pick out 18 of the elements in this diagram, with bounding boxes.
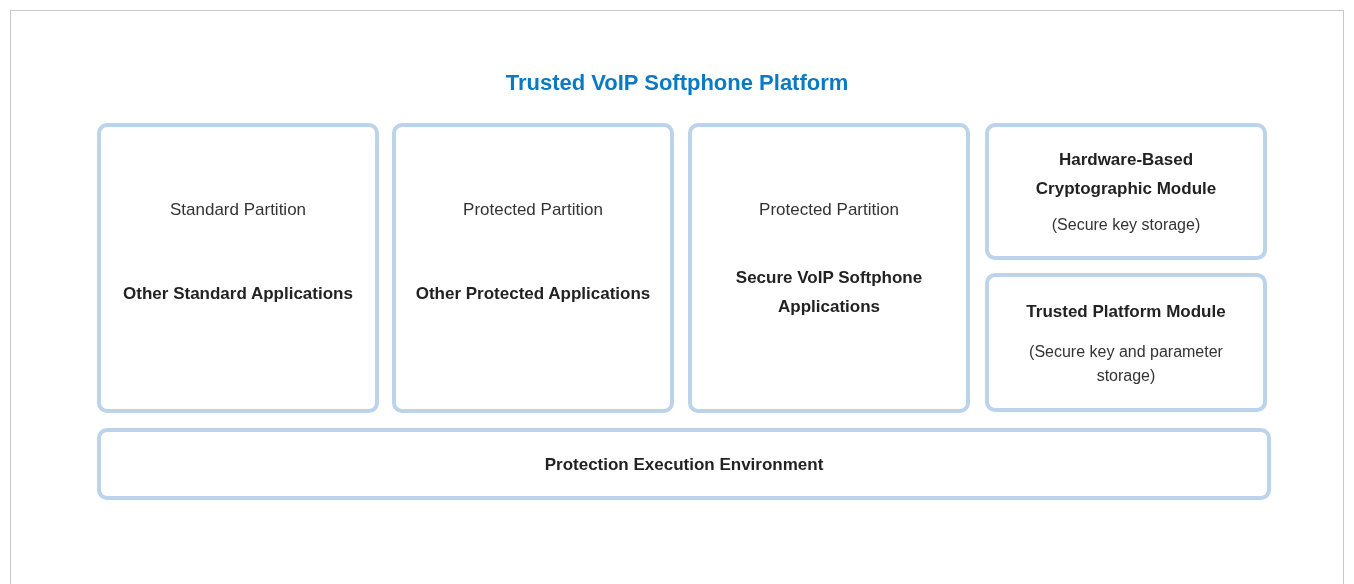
module-description: Other Protected Applications bbox=[414, 283, 652, 305]
module-heading: Protection Execution Environment bbox=[543, 454, 825, 476]
module-heading: Hardware-Based Cryptographic Module bbox=[1034, 149, 1218, 200]
module-heading: Trusted Platform Module bbox=[1025, 301, 1227, 323]
module-description: (Secure key and parameter storage) bbox=[1028, 342, 1224, 386]
partition-box bbox=[985, 123, 1267, 260]
partition-heading: Protected Partition bbox=[758, 199, 900, 221]
partition-box bbox=[985, 273, 1267, 412]
diagram-title: Trusted VoIP Softphone Platform bbox=[504, 70, 850, 96]
module-description: Secure VoIP Softphone Applications bbox=[734, 267, 924, 318]
module-description: Other Standard Applications bbox=[122, 283, 354, 305]
partition-box bbox=[392, 123, 674, 413]
partition-heading: Protected Partition bbox=[462, 199, 604, 221]
module-description: (Secure key storage) bbox=[1050, 215, 1202, 235]
partition-heading: Standard Partition bbox=[168, 199, 308, 221]
partition-box bbox=[97, 123, 379, 413]
partition-box bbox=[97, 428, 1271, 500]
partition-box bbox=[688, 123, 970, 413]
